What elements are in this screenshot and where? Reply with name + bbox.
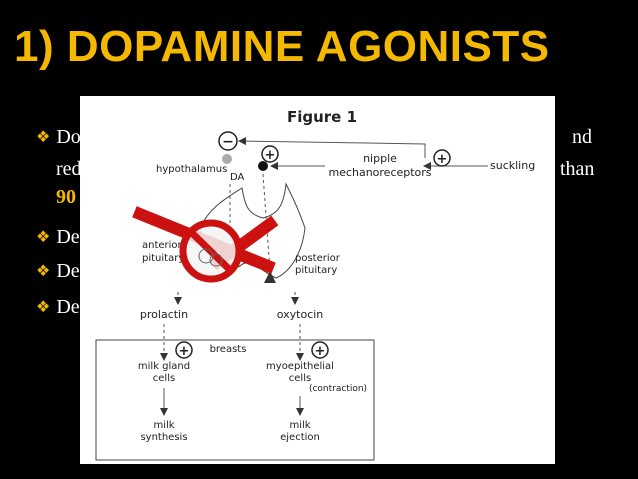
- label-posterior: posterior: [295, 253, 341, 264]
- label-synthesis: synthesis: [140, 432, 187, 443]
- label-da: DA: [230, 172, 245, 183]
- nipple-node: [258, 161, 268, 171]
- svg-text:+: +: [315, 344, 326, 359]
- inhibition-sign: [218, 131, 238, 151]
- slide-title: 1) DOPAMINE AGONISTS: [14, 22, 550, 71]
- label-ejection: ejection: [280, 432, 320, 443]
- arrow-head: [264, 271, 276, 283]
- stimulation-sign: [311, 341, 329, 359]
- bullet-1-line-2: red: [56, 158, 82, 180]
- label-nipple: nipple: [363, 152, 397, 165]
- bullet-1-tail: nd: [572, 126, 592, 148]
- diamond-bullet-icon: ❖: [36, 299, 51, 316]
- feedback-arrow: [238, 137, 426, 158]
- hypothalamus-node: [222, 154, 232, 164]
- label-hypothalamus: hypothalamus: [156, 164, 227, 175]
- stimulation-sign: [433, 149, 451, 167]
- label-contraction: (contraction): [309, 384, 367, 394]
- figure-diagram: Figure 1 hypothalamus DA − + + suckling …: [80, 96, 555, 464]
- svg-text:−: −: [222, 134, 234, 150]
- diamond-bullet-icon: ❖: [36, 229, 51, 246]
- label-pituitary-anterior: pituitary: [142, 253, 184, 264]
- bullet-4: ❖De: [36, 296, 80, 318]
- diamond-bullet-icon: ❖: [36, 129, 51, 146]
- stimulation-sign: [175, 341, 193, 359]
- label-milk-1: milk: [153, 420, 174, 431]
- bullet-1: ❖Do: [36, 126, 81, 148]
- bullet-1-line-2-tail: than: [560, 158, 595, 180]
- label-cells-1: cells: [153, 373, 175, 384]
- bullet-1-line-3: 90: [56, 186, 76, 208]
- svg-text:+: +: [265, 148, 276, 163]
- svg-text:+: +: [437, 152, 448, 167]
- diamond-bullet-icon: ❖: [36, 263, 51, 280]
- label-mechanoreceptors: mechanoreceptors: [328, 166, 431, 179]
- label-milk-2: milk: [289, 420, 310, 431]
- label-milk-gland: milk gland: [138, 361, 190, 372]
- label-myoepithelial: myoepithelial: [266, 361, 334, 372]
- label-oxytocin: oxytocin: [277, 308, 324, 321]
- label-anterior: anterior: [142, 240, 183, 251]
- svg-text:+: +: [179, 344, 190, 359]
- label-prolactin: prolactin: [140, 308, 188, 321]
- label-cells-2: cells: [289, 373, 311, 384]
- prohibition-icon: [132, 206, 279, 283]
- figure-title: Figure 1: [287, 108, 357, 126]
- pituitary-outline: [199, 182, 306, 279]
- lactation-figure: Figure 1 hypothalamus DA − + + suckling …: [80, 96, 555, 464]
- label-pituitary-posterior: pituitary: [295, 265, 337, 276]
- label-breasts: breasts: [210, 344, 247, 355]
- bullet-2: ❖De: [36, 226, 80, 248]
- bullet-3: ❖De: [36, 260, 80, 282]
- label-suckling: suckling: [490, 159, 535, 172]
- breasts-box: [95, 339, 375, 461]
